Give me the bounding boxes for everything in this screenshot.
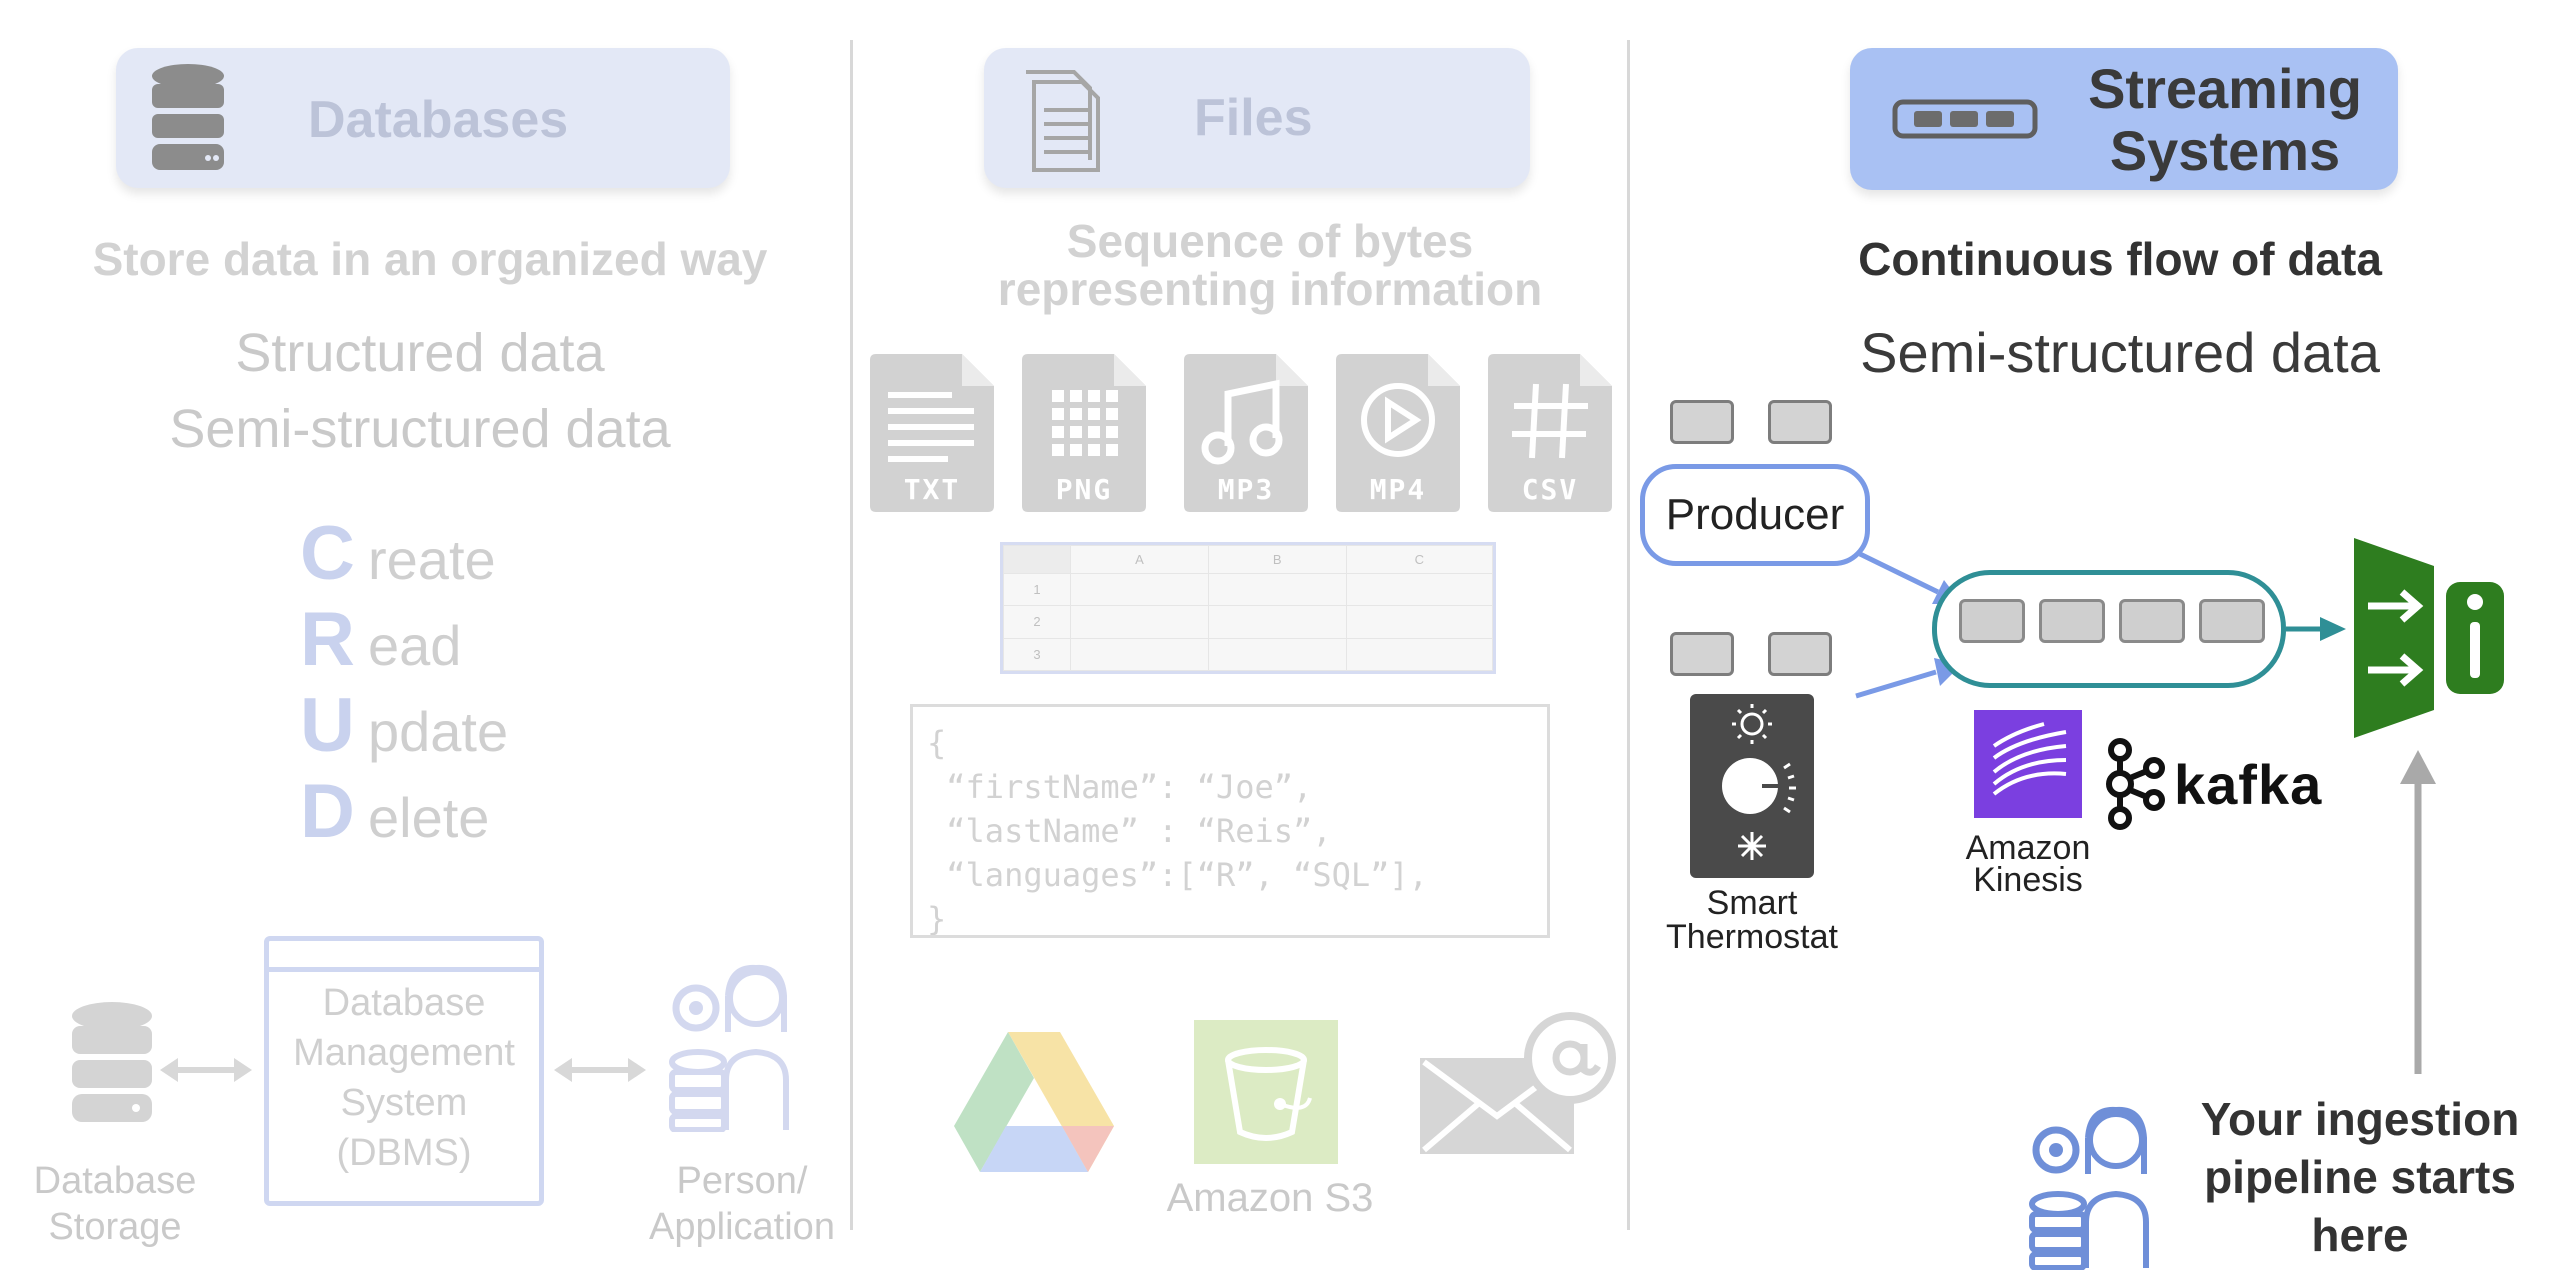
streaming-title: Streaming Systems	[2060, 58, 2390, 182]
person-application-label: Person/ Application	[649, 1160, 835, 1248]
json-line-5: }	[927, 900, 947, 938]
mp3-file-icon: MP3	[1184, 354, 1308, 512]
event-square	[1670, 400, 1734, 444]
ingestion-pipeline-note-line1: Your ingestion	[2200, 1093, 2520, 1145]
streaming-subtitle: Continuous flow of data	[1858, 233, 2382, 285]
streaming-data-type: Semi-structured data	[1860, 321, 2380, 384]
png-file-icon: PNG	[1022, 354, 1146, 512]
csv-file-label: CSV	[1521, 473, 1579, 506]
ingestion-pipeline-note: Your ingestion pipeline starts here	[2180, 1090, 2540, 1264]
column-divider-left	[850, 40, 853, 1230]
smart-thermostat-label-line2: Thermostat	[1666, 918, 1838, 956]
google-drive-icon	[954, 1032, 1114, 1172]
kafka-logo-icon	[2106, 738, 2165, 830]
sheet-row-3: 3	[1003, 637, 1071, 672]
database-storage-icon	[72, 1002, 152, 1122]
streaming-title-line1: Streaming	[2088, 57, 2362, 120]
databases-title: Databases	[308, 91, 569, 149]
json-line-3: “lastName” : “Reis”,	[927, 812, 1332, 850]
png-file-label: PNG	[1055, 473, 1113, 506]
databases-type-structured: Structured data	[235, 323, 605, 383]
dbms-person-arrow	[554, 1058, 646, 1082]
mp4-file-label: MP4	[1369, 473, 1427, 506]
amazon-s3-label: Amazon S3	[1166, 1176, 1374, 1220]
sheet-row-1: 1	[1003, 572, 1071, 607]
files-title-box: Files	[984, 48, 1530, 188]
stream-to-consumer-arrow	[2286, 617, 2346, 641]
producer-label: Producer	[1665, 490, 1845, 539]
sheet-col-a: A	[1070, 545, 1209, 574]
storage-dbms-arrow	[160, 1058, 252, 1082]
databases-subtitle: Store data in an organized way	[92, 233, 768, 285]
smart-thermostat-label-line1: Smart	[1706, 884, 1798, 922]
ingestion-pipeline-note-line3: here	[2311, 1209, 2409, 1261]
email-icon	[1420, 1012, 1616, 1154]
stream-message	[2119, 599, 2185, 643]
event-square	[1768, 632, 1832, 676]
ingestion-endpoint-icon	[2354, 538, 2504, 738]
smart-thermostat-icon	[1690, 694, 1814, 878]
event-square	[1768, 400, 1832, 444]
amazon-kinesis-label-line2: Kinesis	[1973, 861, 2083, 899]
txt-file-icon: TXT	[870, 354, 994, 512]
pipeline-up-arrow	[2400, 750, 2436, 1074]
streaming-title-box: Streaming Systems	[1850, 48, 2398, 190]
files-subtitle-line2: representing information	[997, 263, 1543, 315]
database-icon	[152, 64, 224, 170]
dbms-label: Database Management System (DBMS)	[293, 982, 515, 1174]
stream-message	[2039, 599, 2105, 643]
kafka-label: kafka	[2174, 753, 2323, 816]
json-example-box: { “firstName”: “Joe”, “lastName” : “Reis…	[910, 704, 1550, 938]
databases-type-semistructured: Semi-structured data	[169, 399, 671, 459]
dbms-box-header	[269, 941, 539, 972]
sheet-row-2: 2	[1003, 605, 1071, 639]
document-icon	[1026, 70, 1100, 172]
producer-box: Producer	[1640, 464, 1870, 566]
amazon-kinesis-label: Amazon Kinesis	[1938, 829, 2118, 899]
event-square	[1670, 632, 1734, 676]
files-subtitle-line1: Sequence of bytes	[1066, 215, 1474, 267]
mp3-file-label: MP3	[1217, 473, 1275, 506]
ingestion-pipeline-note-line2: pipeline starts	[2204, 1151, 2516, 1203]
amazon-kinesis-label-line1: Amazon	[1965, 829, 2091, 867]
json-line-4: “languages”:[“R”, “SQL”],	[927, 856, 1428, 894]
txt-file-label: TXT	[903, 473, 961, 506]
stream-queue-icon	[1892, 99, 2038, 139]
sheet-col-c: C	[1345, 545, 1494, 574]
spreadsheet-thumbnail: A B C 1 2 3	[1000, 542, 1496, 674]
dbms-box: Database Management System (DBMS)	[264, 936, 544, 1206]
databases-title-box: Databases	[116, 48, 730, 188]
person-application-icon	[669, 964, 789, 1132]
json-line-2: “firstName”: “Joe”,	[927, 768, 1313, 806]
database-storage-label: Database Storage	[33, 1160, 197, 1248]
mp4-file-icon: MP4	[1336, 354, 1460, 512]
smart-thermostat-label: Smart Thermostat	[1640, 886, 1864, 954]
amazon-kinesis-icon	[1974, 710, 2082, 818]
csv-file-icon: CSV	[1488, 354, 1612, 512]
streaming-title-line2: Systems	[2109, 119, 2341, 182]
stream-queue	[1932, 570, 2286, 688]
column-divider-right	[1627, 40, 1630, 1230]
files-title: Files	[1194, 89, 1313, 147]
stream-message	[1959, 599, 2025, 643]
data-engineer-icon	[2029, 1106, 2149, 1270]
stream-message	[2199, 599, 2265, 643]
amazon-s3-icon	[1194, 1020, 1338, 1164]
json-line-1: {	[927, 724, 947, 762]
sheet-col-b: B	[1207, 545, 1347, 574]
